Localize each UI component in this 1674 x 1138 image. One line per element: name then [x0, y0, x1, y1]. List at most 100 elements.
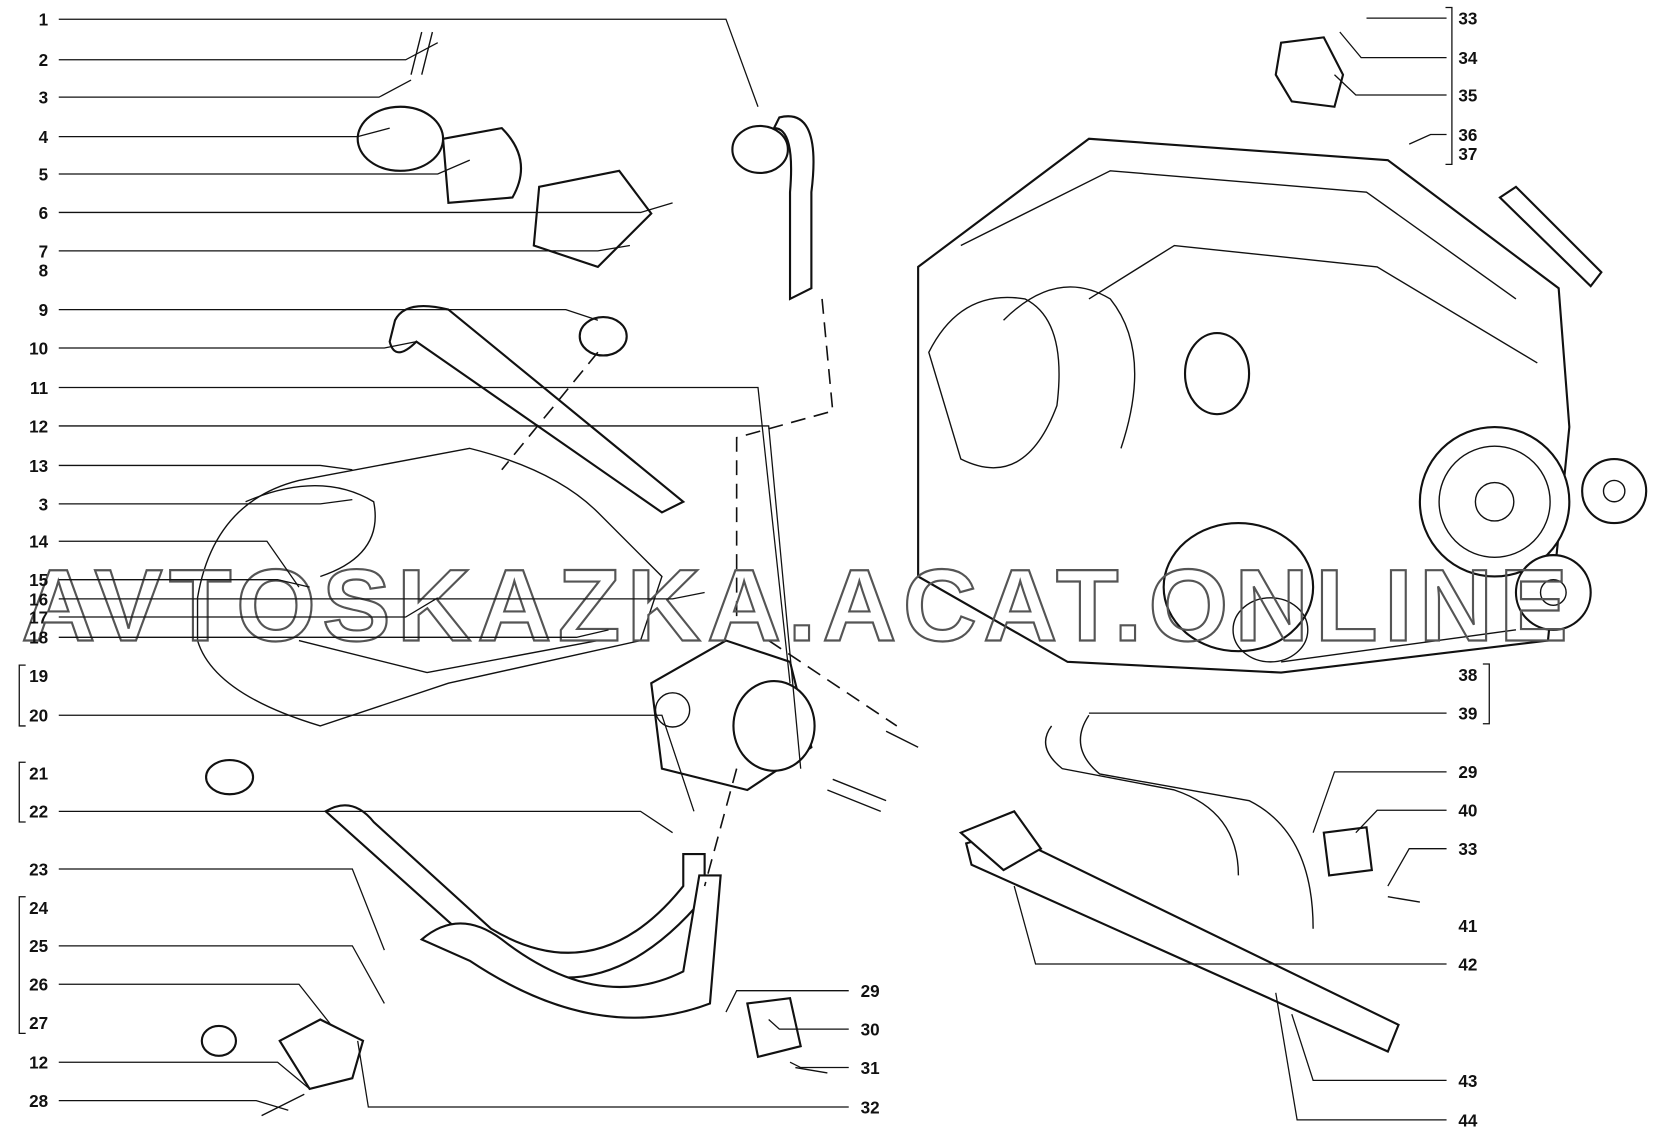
group-bracket: [18, 896, 26, 1035]
group-bracket: [1445, 6, 1453, 166]
part-label: 29: [1458, 763, 1477, 782]
engine-assembly: [917, 137, 1648, 674]
part-label: 11: [30, 379, 49, 398]
leader-line: [58, 464, 353, 471]
part-label: 7: [39, 242, 49, 261]
leader-line: [725, 990, 849, 1013]
part-label: 2: [39, 51, 49, 70]
leader-line: [58, 127, 390, 138]
group-bracket: [1482, 663, 1490, 725]
hoses: [205, 105, 815, 1019]
leader-line: [58, 42, 439, 61]
part-label: 25: [29, 937, 48, 956]
leader-line: [1291, 1013, 1447, 1081]
leader-line: [58, 1099, 289, 1111]
part-label: 44: [1458, 1111, 1477, 1130]
part-label: 24: [29, 899, 48, 918]
part-label: 4: [39, 128, 49, 147]
leader-line: [58, 202, 673, 214]
part-label: 33: [1458, 840, 1477, 859]
part-label: 18: [29, 629, 48, 648]
part-label: 3: [39, 495, 49, 514]
part-label: 37: [1458, 145, 1477, 164]
part-label: 32: [861, 1098, 880, 1117]
part-label: 35: [1458, 86, 1477, 105]
leader-line: [1355, 809, 1447, 834]
fuel-rail: [958, 714, 1400, 1053]
part-label: 39: [1458, 705, 1477, 724]
part-label: 34: [1458, 49, 1477, 68]
leader-line: [58, 868, 385, 951]
fuel-injector: [1498, 185, 1603, 288]
part-label: 30: [861, 1021, 880, 1040]
part-label: 12: [29, 1054, 48, 1073]
part-label: 14: [29, 533, 48, 552]
leader-line: [58, 340, 417, 349]
leader-line: [58, 386, 791, 684]
part-label: 19: [29, 667, 48, 686]
leader-line: [789, 1061, 849, 1069]
leader-line: [58, 945, 385, 1004]
leader-line: [58, 579, 310, 588]
leader-line: [58, 79, 412, 98]
part-label: 5: [39, 165, 49, 184]
leader-line: [58, 1061, 311, 1090]
part-label: 31: [861, 1059, 880, 1078]
leader-line: [357, 1040, 849, 1108]
group-bracket: [18, 664, 26, 727]
part-label: 41: [1458, 917, 1477, 936]
part-label: 40: [1458, 802, 1477, 821]
part-label: 22: [29, 803, 48, 822]
leader-line: [768, 1019, 849, 1030]
leader-line: [1334, 74, 1447, 96]
part-label: 9: [39, 301, 49, 320]
part-label: 42: [1458, 955, 1477, 974]
leader-line: [1339, 31, 1447, 59]
part-label: 23: [29, 860, 48, 879]
leader-line: [1275, 992, 1447, 1121]
leader-line: [1408, 133, 1447, 145]
leader-line: [58, 498, 353, 505]
leader-line: [58, 597, 439, 618]
leader-line: [58, 629, 609, 638]
part-labels: 1234567891011121331415161718192021222324…: [29, 10, 1478, 1131]
part-label: 26: [29, 976, 48, 995]
throttle-body: [650, 639, 816, 792]
leader-line: [58, 983, 332, 1026]
part-label: 8: [39, 261, 49, 280]
leader-line: [58, 18, 759, 107]
part-label: 21: [29, 764, 48, 783]
part-label: 43: [1458, 1072, 1477, 1091]
leader-line: [58, 714, 695, 812]
part-label: 33: [1458, 10, 1477, 29]
fasteners: [200, 31, 1420, 1117]
leader-line: [58, 159, 471, 175]
part-label: 20: [29, 707, 48, 726]
part-label: 12: [29, 417, 48, 436]
part-label: 36: [1458, 126, 1477, 145]
part-label: 27: [29, 1014, 48, 1033]
part-label: 28: [29, 1092, 48, 1111]
part-label: 16: [29, 590, 48, 609]
leader-line: [58, 425, 802, 769]
leader-line: [1013, 885, 1447, 965]
leader-line: [58, 244, 631, 252]
part-label: 10: [29, 339, 48, 358]
leader-line: [1387, 848, 1447, 887]
part-label: 29: [861, 982, 880, 1001]
part-label: 1: [39, 11, 49, 30]
leader-line: [58, 540, 300, 588]
leader-line: [58, 591, 705, 600]
leader-line: [1312, 771, 1447, 833]
group-bracket: [18, 761, 26, 823]
leader-line: [58, 308, 599, 321]
part-label: 15: [29, 571, 48, 590]
part-label: 3: [39, 89, 49, 108]
part-label: 17: [29, 608, 48, 627]
throttle-position-sensor: [1274, 36, 1345, 108]
leader-line: [58, 810, 673, 834]
part-label: 6: [39, 204, 49, 223]
part-label: 38: [1458, 666, 1477, 685]
watermark: AVTOSKAZKA.ACAT.ONLINE: [21, 548, 1574, 663]
